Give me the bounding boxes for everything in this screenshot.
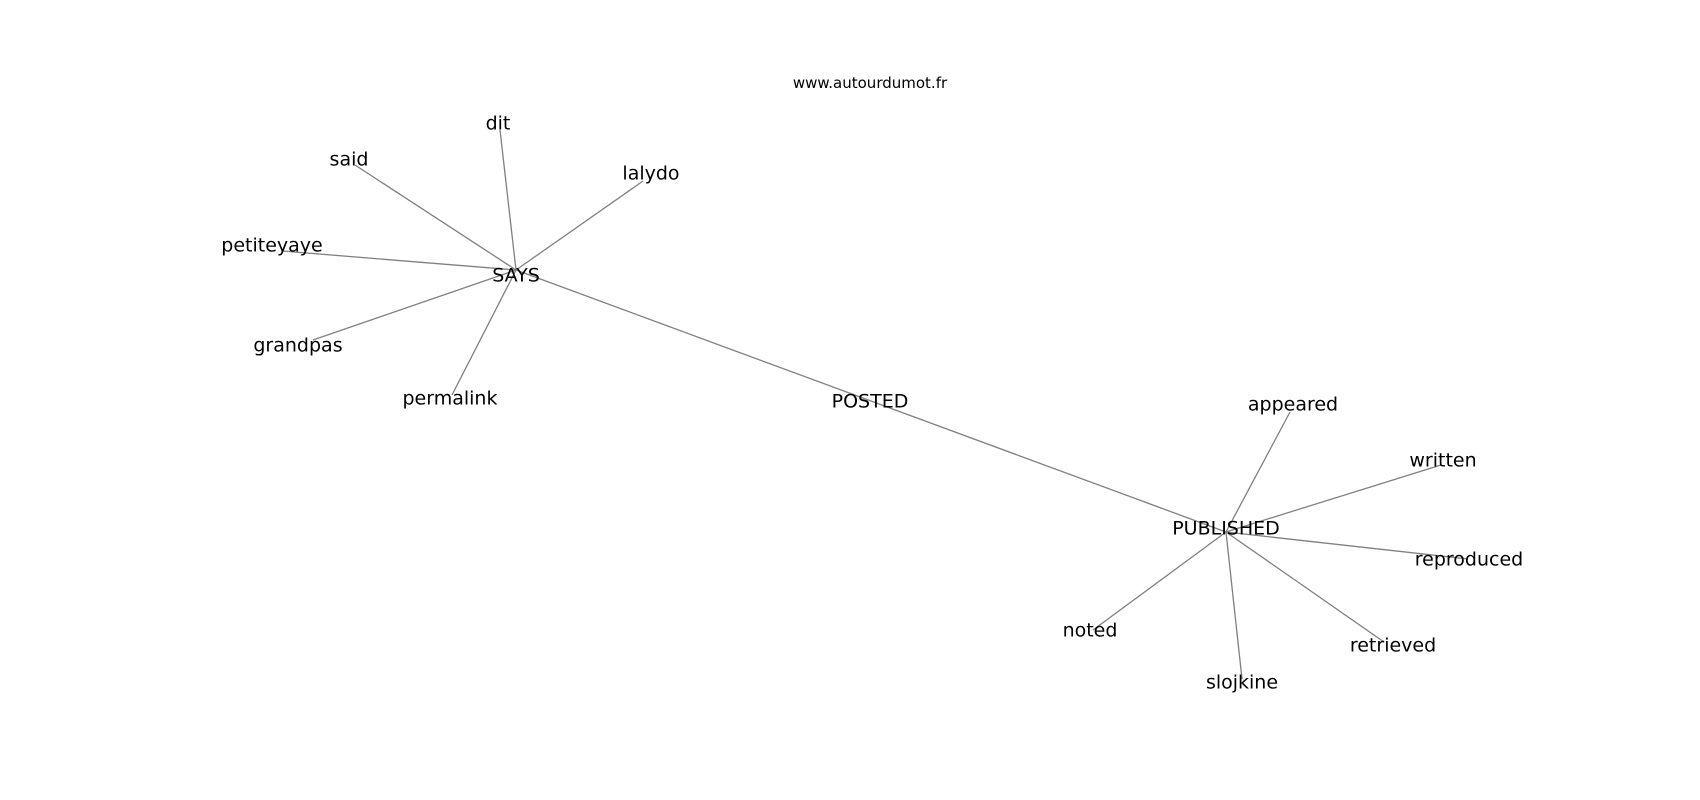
edge-published-reproduced [1225,531,1469,560]
node-retrieved: retrieved [1350,635,1436,657]
node-permalink: permalink [403,388,498,410]
node-layer: SAYS POSTED PUBLISHED dit said lalydo petiteya… [221,113,1523,694]
node-reproduced: reproduced [1415,549,1523,571]
edge-says-dit [499,129,517,271]
node-petiteyaye: petiteyaye [221,235,322,257]
node-grandpas: grandpas [253,335,342,357]
edge-says-published [515,269,1227,533]
edge-says-grandpas [312,269,517,341]
node-slojkine: slojkine [1206,672,1278,694]
node-said: said [330,149,369,171]
node-posted: POSTED [832,391,909,413]
node-lalydo: lalydo [622,163,679,185]
node-noted: noted [1063,620,1118,642]
edge-published-appeared [1225,411,1291,533]
node-appeared: appeared [1248,394,1338,416]
edge-published-noted [1092,531,1227,631]
node-written: written [1409,450,1476,472]
edge-says-said [354,164,517,271]
edge-published-slojkine [1225,531,1243,680]
edge-says-permalink [451,269,517,396]
node-dit: dit [486,113,511,135]
edge-says-petiteyaye [281,250,517,271]
edge-published-written [1225,464,1442,533]
watermark: www.autourdumot.fr [793,74,948,92]
edge-layer [281,129,1469,680]
edge-says-lalydo [515,180,644,271]
node-says: SAYS [492,265,540,287]
edge-published-retrieved [1225,531,1385,643]
node-published: PUBLISHED [1172,518,1280,540]
